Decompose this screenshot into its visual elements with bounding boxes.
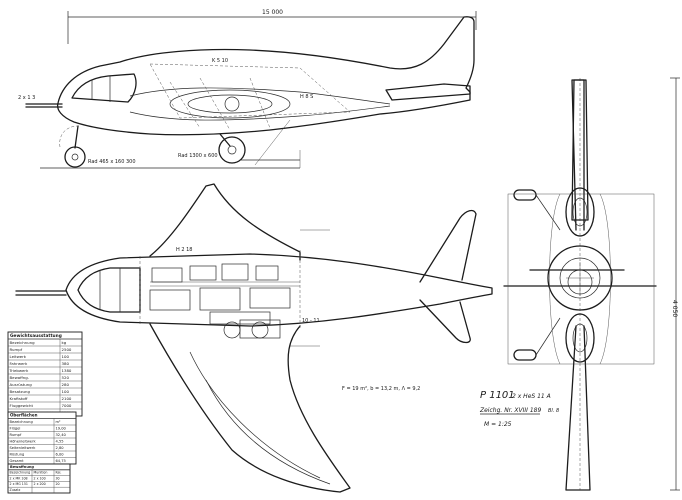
wing-box-label: H 2 18 (176, 247, 192, 253)
table-cell: Triebwerk (9, 368, 30, 373)
table-cell: Seitenleitwerk (10, 446, 37, 450)
table-cell: 19,00 (56, 427, 67, 431)
table-cell: 6,00 (56, 453, 65, 457)
table-cell: 30 (56, 476, 60, 480)
table-cell: Leitwerk (10, 354, 27, 359)
table-cell: 2,80 (56, 446, 65, 450)
drawing-number: Zeichg. Nr. XVIII 189 (479, 407, 541, 414)
engine-text: 2 x HeS 11 A (512, 393, 551, 400)
table-cell: Bewaffng. (10, 375, 29, 380)
front-view: 4 050 (503, 77, 680, 491)
table-header-cell: Munition (34, 471, 48, 475)
overall-length-label: 15 000 (262, 9, 283, 16)
table-frame (7, 463, 71, 494)
table-cell: Rumpf (10, 433, 22, 437)
table-cell: Fahrwerk (10, 361, 29, 366)
table-cell: 2100 (62, 396, 72, 401)
table-header-cell: Bezeichnung (10, 340, 36, 345)
table-header-cell: Bezeichnung (10, 420, 33, 424)
table-header-cell: Bezeichnung (10, 471, 31, 475)
misc-label: H 8 S (300, 94, 313, 100)
table-cell: Rüstung (10, 453, 25, 457)
table-cell: 520 (62, 375, 70, 380)
table-cell: 2500 (62, 347, 72, 352)
table-cell: 2 x 100 (34, 476, 46, 480)
table-cell: Flügel (10, 427, 21, 431)
side-view: 15 000 2 x 1 3 Rad 465 x 160 300 Rad 130… (18, 9, 477, 169)
table-cell: Rumpf (10, 347, 23, 352)
fuel-tank-label: K 5 10 (212, 58, 228, 64)
table-cell: 4,55 (56, 440, 64, 444)
table-header-cell: m² (56, 420, 62, 424)
sheet-number: Bl. 8 (548, 408, 559, 414)
table-cell: Gesamt (10, 459, 25, 463)
table-title: Gewichtsausstattung (10, 333, 62, 339)
table-cell: Fluggewicht (10, 403, 34, 408)
table-cell: 380 (62, 361, 70, 366)
table-cell: Höhenleitwerk (10, 440, 37, 444)
table-cell: Ausrüstung (10, 382, 33, 387)
nose-wheel-label: Rad 465 x 160 300 (88, 159, 136, 165)
table-cell: 7000 (62, 403, 72, 408)
table-cell: 20 (56, 482, 60, 486)
table-header-cell: kg (62, 340, 67, 345)
table-cell: Zusatz (10, 488, 21, 492)
table-title: Oberflächen (10, 413, 38, 418)
table-cell: 2 x MG 151 (10, 482, 28, 486)
plan-view: H 2 18 10 - 11 F = 19 m², b = 13,2 m, Λ … (15, 183, 493, 493)
engine-label: 10 - 11 (302, 318, 320, 324)
table-cell: 100 (62, 354, 70, 359)
table-cell: Kraftstoff (10, 396, 28, 401)
table-cell: 100 (62, 389, 70, 394)
table-title: Bewaffnung (10, 465, 34, 469)
internal-equipment (149, 263, 300, 339)
table-cell: 1380 (62, 368, 72, 373)
title-block: P 1101 2 x HeS 11 A Zeichg. Nr. XVIII 18… (479, 390, 559, 428)
table-cell: 280 (62, 382, 70, 387)
front-height-label: 4 050 (671, 300, 678, 317)
table-header-cell: Kal. (56, 471, 62, 475)
main-wheel-label: Rad 1300 x 600 (178, 153, 218, 159)
gun-label: 2 x 1 3 (18, 95, 35, 101)
wing-area-label: F = 19 m², b = 13,2 m, Λ = 9,2 (342, 386, 420, 392)
table-cell: Besatzung (10, 389, 31, 394)
table-cell: 64,75 (56, 459, 66, 463)
table-cell: 2 x MK 108 (10, 476, 28, 480)
project-name: P 1101 (480, 390, 515, 401)
scale-label: M = 1:25 (484, 421, 512, 428)
table-cell: 2 x 200 (34, 482, 46, 486)
table-cell: 32,40 (56, 433, 67, 437)
